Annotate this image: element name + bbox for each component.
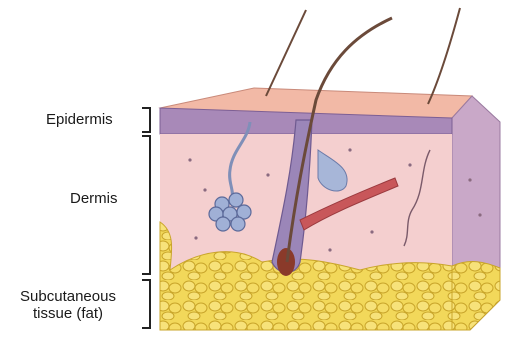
hair-bulb (277, 248, 295, 276)
subcutaneous-label-line1: Subcutaneous (4, 288, 132, 305)
subcutaneous-bracket (142, 280, 150, 328)
dermis-label: Dermis (70, 190, 118, 207)
hair-shaft-right (428, 8, 460, 104)
subcutaneous-label: Subcutaneous tissue (fat) (4, 288, 132, 322)
dermis-bracket (142, 136, 150, 274)
subcutaneous-label-line2: tissue (fat) (4, 305, 132, 322)
epidermis-bracket (142, 108, 150, 132)
layer-brackets (142, 108, 150, 328)
side-fat (452, 262, 500, 330)
epidermis-label: Epidermis (46, 111, 113, 128)
hair-shaft-left (266, 10, 306, 96)
